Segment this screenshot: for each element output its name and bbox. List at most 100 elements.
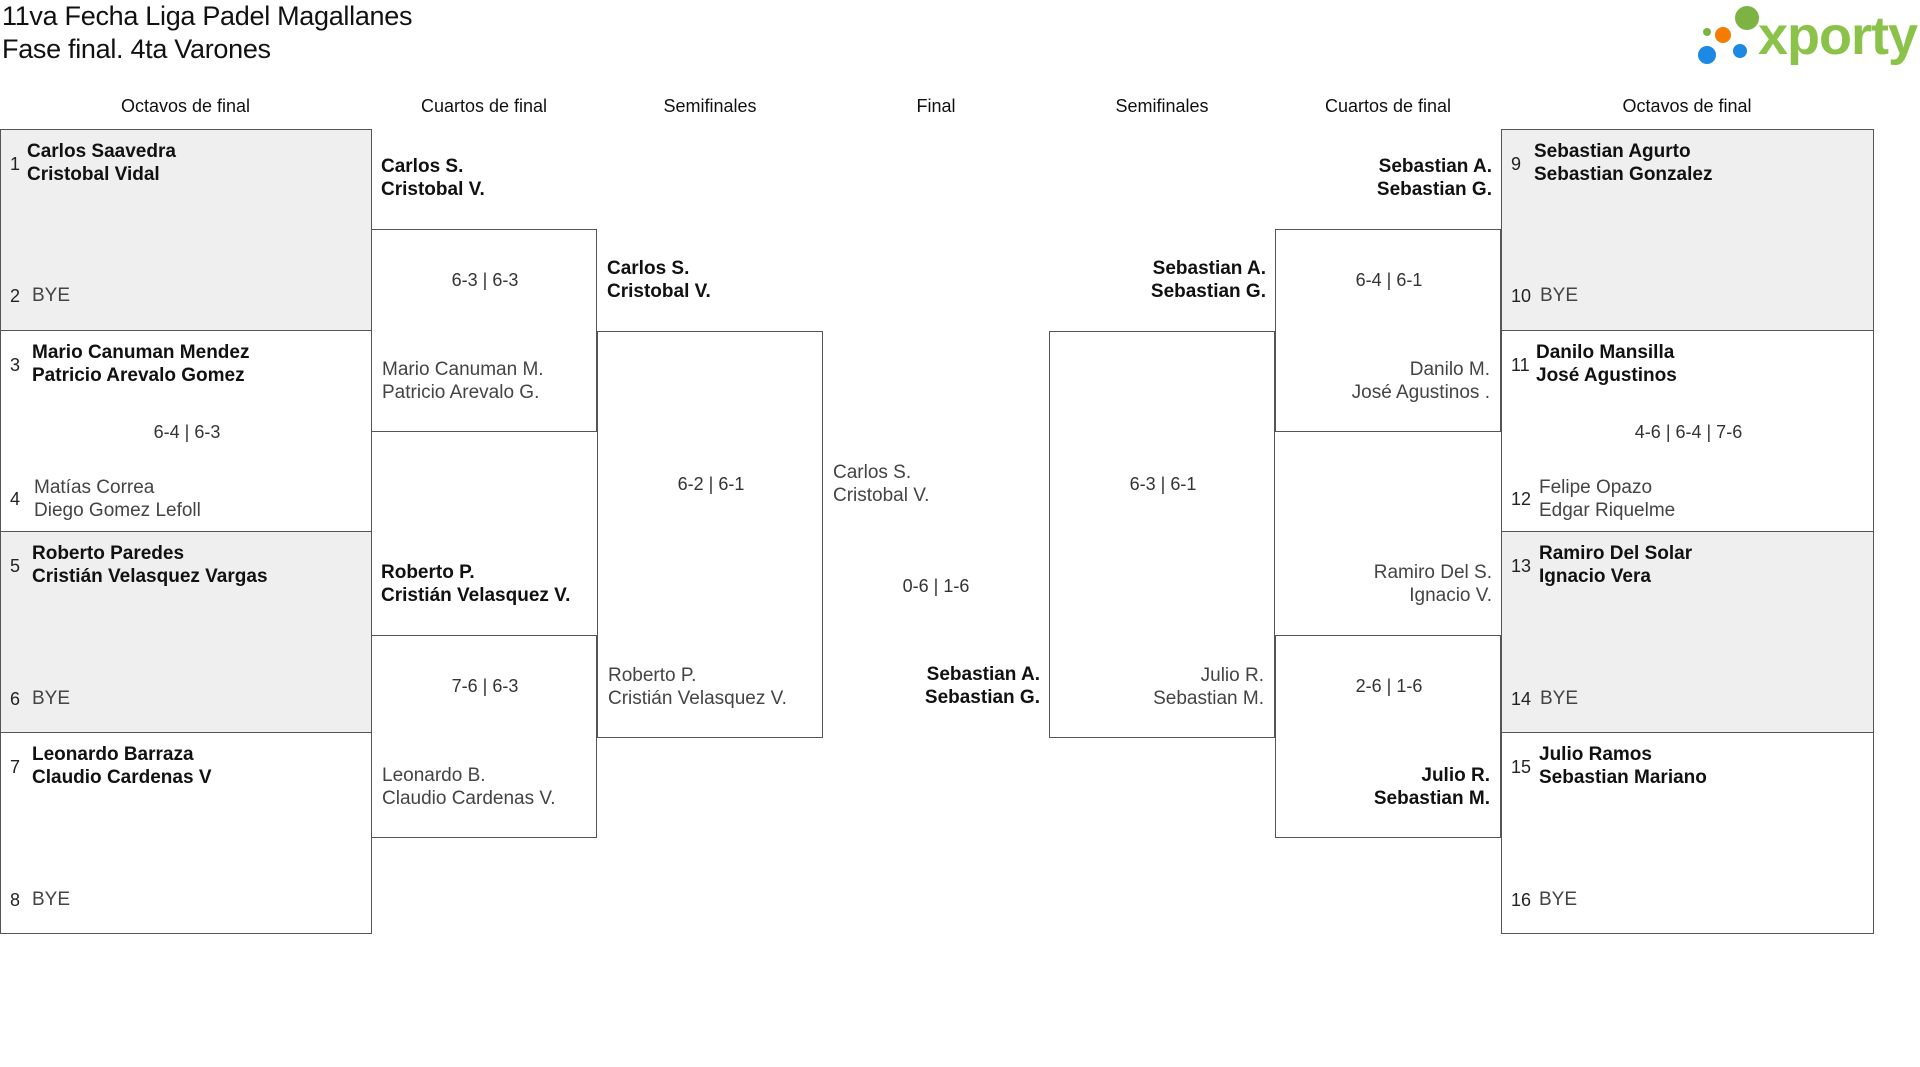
team-player: Danilo Mansilla	[1536, 342, 1675, 363]
seed-number: 7	[10, 757, 21, 777]
seed-number: 4	[10, 489, 21, 509]
team-player: José Agustinos	[1536, 365, 1677, 386]
seed-number: 14	[1511, 689, 1532, 709]
r16-right-match-4[interactable]: 15 Julio Ramos Sebastian Mariano 16 BYE	[1501, 732, 1874, 934]
team-player: Carlos Saavedra	[27, 141, 176, 162]
team-player: Diego Gomez Lefoll	[34, 500, 201, 521]
team-player: Matías Correa	[34, 477, 155, 498]
team-player: Patricio Arevalo G.	[382, 382, 540, 403]
match-score: 4-6 | 6-4 | 7-6	[1634, 422, 1743, 442]
team-player: Sebastian Mariano	[1539, 767, 1707, 788]
team-player: Edgar Riquelme	[1539, 500, 1676, 521]
seed-number: 2	[10, 286, 21, 306]
team-player: Patricio Arevalo Gomez	[32, 365, 245, 386]
qf-right-2-team-a-player: Ignacio V.	[1409, 585, 1492, 606]
round-header-r16-left: Octavos de final	[120, 96, 251, 116]
seed-number: 8	[10, 890, 21, 910]
qf-left-2-team-a-player: Roberto P.	[381, 562, 475, 583]
bye-label: BYE	[32, 285, 71, 306]
team-player: Leonardo B.	[382, 765, 486, 786]
sf-right-team-a-player: Sebastian G.	[1150, 281, 1266, 302]
r16-left-match-4[interactable]: 7 Leonardo Barraza Claudio Cardenas V 8 …	[0, 732, 372, 934]
team-player: Julio R.	[1200, 665, 1264, 686]
round-header-sf-left: Semifinales	[663, 96, 757, 116]
bye-label: BYE	[32, 889, 71, 910]
r16-right-match-1[interactable]: 9 Sebastian Agurto Sebastian Gonzalez 10…	[1501, 129, 1874, 331]
team-player: Cristián Velasquez V.	[608, 688, 787, 709]
final-score: 0-6 | 1-6	[902, 576, 970, 596]
seed-number: 10	[1511, 286, 1532, 306]
final-team-b-player: Sebastian G.	[924, 687, 1040, 708]
r16-left-match-2[interactable]: 3 Mario Canuman Mendez Patricio Arevalo …	[0, 330, 372, 532]
team-player: Mario Canuman M.	[382, 359, 544, 380]
final-team-a-player: Cristobal V.	[833, 485, 930, 506]
team-player: Sebastian Gonzalez	[1534, 164, 1713, 185]
seed-number: 5	[10, 556, 21, 576]
match-score: 6-2 | 6-1	[677, 474, 745, 494]
seed-number: 9	[1511, 154, 1522, 174]
seed-number: 16	[1511, 890, 1532, 910]
team-player: Mario Canuman Mendez	[32, 342, 250, 363]
bye-label: BYE	[1539, 889, 1578, 910]
page-title: 11va Fecha Liga Padel Magallanes	[2, 1, 413, 31]
sf-left-team-a-player: Carlos S.	[607, 258, 690, 279]
team-player: José Agustinos .	[1351, 382, 1490, 403]
team-player: Danilo M.	[1409, 359, 1490, 380]
qf-left-1-team-a-player: Carlos S.	[381, 156, 464, 177]
r16-left-match-3[interactable]: 5 Roberto Paredes Cristián Velasquez Var…	[0, 531, 372, 733]
final-team-b-player: Sebastian A.	[926, 664, 1040, 685]
round-header-sf-right: Semifinales	[1115, 96, 1209, 116]
team-player: Cristobal Vidal	[27, 164, 160, 185]
qf-left-2-team-a-player: Cristián Velasquez V.	[381, 585, 571, 606]
xporty-logo-text: xporty	[1758, 6, 1918, 66]
match-score: 2-6 | 1-6	[1355, 676, 1423, 696]
match-score: 7-6 | 6-3	[451, 676, 519, 696]
seed-number: 15	[1511, 757, 1532, 777]
sf-right-match[interactable]: 6-3 | 6-1 Julio R. Sebastian M.	[1049, 331, 1275, 738]
match-score: 6-4 | 6-3	[153, 422, 221, 442]
bye-label: BYE	[32, 688, 71, 709]
r16-left-match-1[interactable]: 1 Carlos Saavedra Cristobal Vidal 2 BYE	[0, 129, 372, 331]
page-subtitle: Fase final. 4ta Varones	[2, 34, 271, 64]
qf-left-1-team-a-player: Cristobal V.	[381, 179, 485, 200]
qf-right-1-team-a-player: Sebastian G.	[1376, 179, 1492, 200]
seed-number: 12	[1511, 489, 1532, 509]
team-player: Cristián Velasquez Vargas	[32, 566, 268, 587]
final-team-a-player: Carlos S.	[833, 462, 912, 483]
round-header-r16-right: Octavos de final	[1622, 96, 1752, 116]
team-player: Claudio Cardenas V.	[382, 788, 556, 809]
team-player: Claudio Cardenas V	[32, 767, 212, 788]
team-player: Felipe Opazo	[1539, 477, 1653, 498]
qf-right-1-team-a-player: Sebastian A.	[1378, 156, 1492, 177]
sf-left-match[interactable]: 6-2 | 6-1 Roberto P. Cristián Velasquez …	[597, 331, 823, 738]
team-player: Ignacio Vera	[1539, 566, 1651, 587]
seed-number: 6	[10, 689, 21, 709]
seed-number: 1	[10, 154, 21, 174]
team-player: Sebastian M.	[1373, 788, 1490, 809]
seed-number: 13	[1511, 556, 1532, 576]
seed-number: 11	[1511, 355, 1530, 375]
match-score: 6-3 | 6-3	[451, 270, 519, 290]
team-player: Sebastian M.	[1153, 688, 1264, 709]
round-header-final: Final	[916, 96, 956, 116]
team-player: Sebastian Agurto	[1534, 141, 1691, 162]
team-player: Roberto P.	[608, 665, 697, 686]
team-player: Roberto Paredes	[32, 543, 185, 564]
match-score: 6-4 | 6-1	[1355, 270, 1423, 290]
qf-right-match-1[interactable]: 6-4 | 6-1 Danilo M. José Agustinos .	[1275, 229, 1501, 432]
round-header-qf-right: Cuartos de final	[1324, 96, 1452, 116]
sf-right-team-a-player: Sebastian A.	[1152, 258, 1266, 279]
team-player: Ramiro Del Solar	[1539, 543, 1693, 564]
r16-right-match-2[interactable]: 11 Danilo Mansilla José Agustinos 4-6 | …	[1501, 330, 1874, 532]
seed-number: 3	[10, 355, 21, 375]
xporty-logo-mark	[1698, 6, 1759, 64]
team-player: Julio Ramos	[1539, 744, 1652, 765]
qf-left-match-1[interactable]: 6-3 | 6-3 Mario Canuman M. Patricio Arev…	[371, 229, 597, 432]
qf-left-match-2[interactable]: 7-6 | 6-3 Leonardo B. Claudio Cardenas V…	[371, 635, 597, 838]
qf-right-match-2[interactable]: 2-6 | 1-6 Julio R. Sebastian M.	[1275, 635, 1501, 838]
match-score: 6-3 | 6-1	[1129, 474, 1197, 494]
qf-right-2-team-a-player: Ramiro Del S.	[1373, 562, 1492, 583]
xporty-logo[interactable]: xporty	[1695, 2, 1920, 72]
round-header-qf-left: Cuartos de final	[420, 96, 548, 116]
r16-right-match-3[interactable]: 13 Ramiro Del Solar Ignacio Vera 14 BYE	[1501, 531, 1874, 733]
